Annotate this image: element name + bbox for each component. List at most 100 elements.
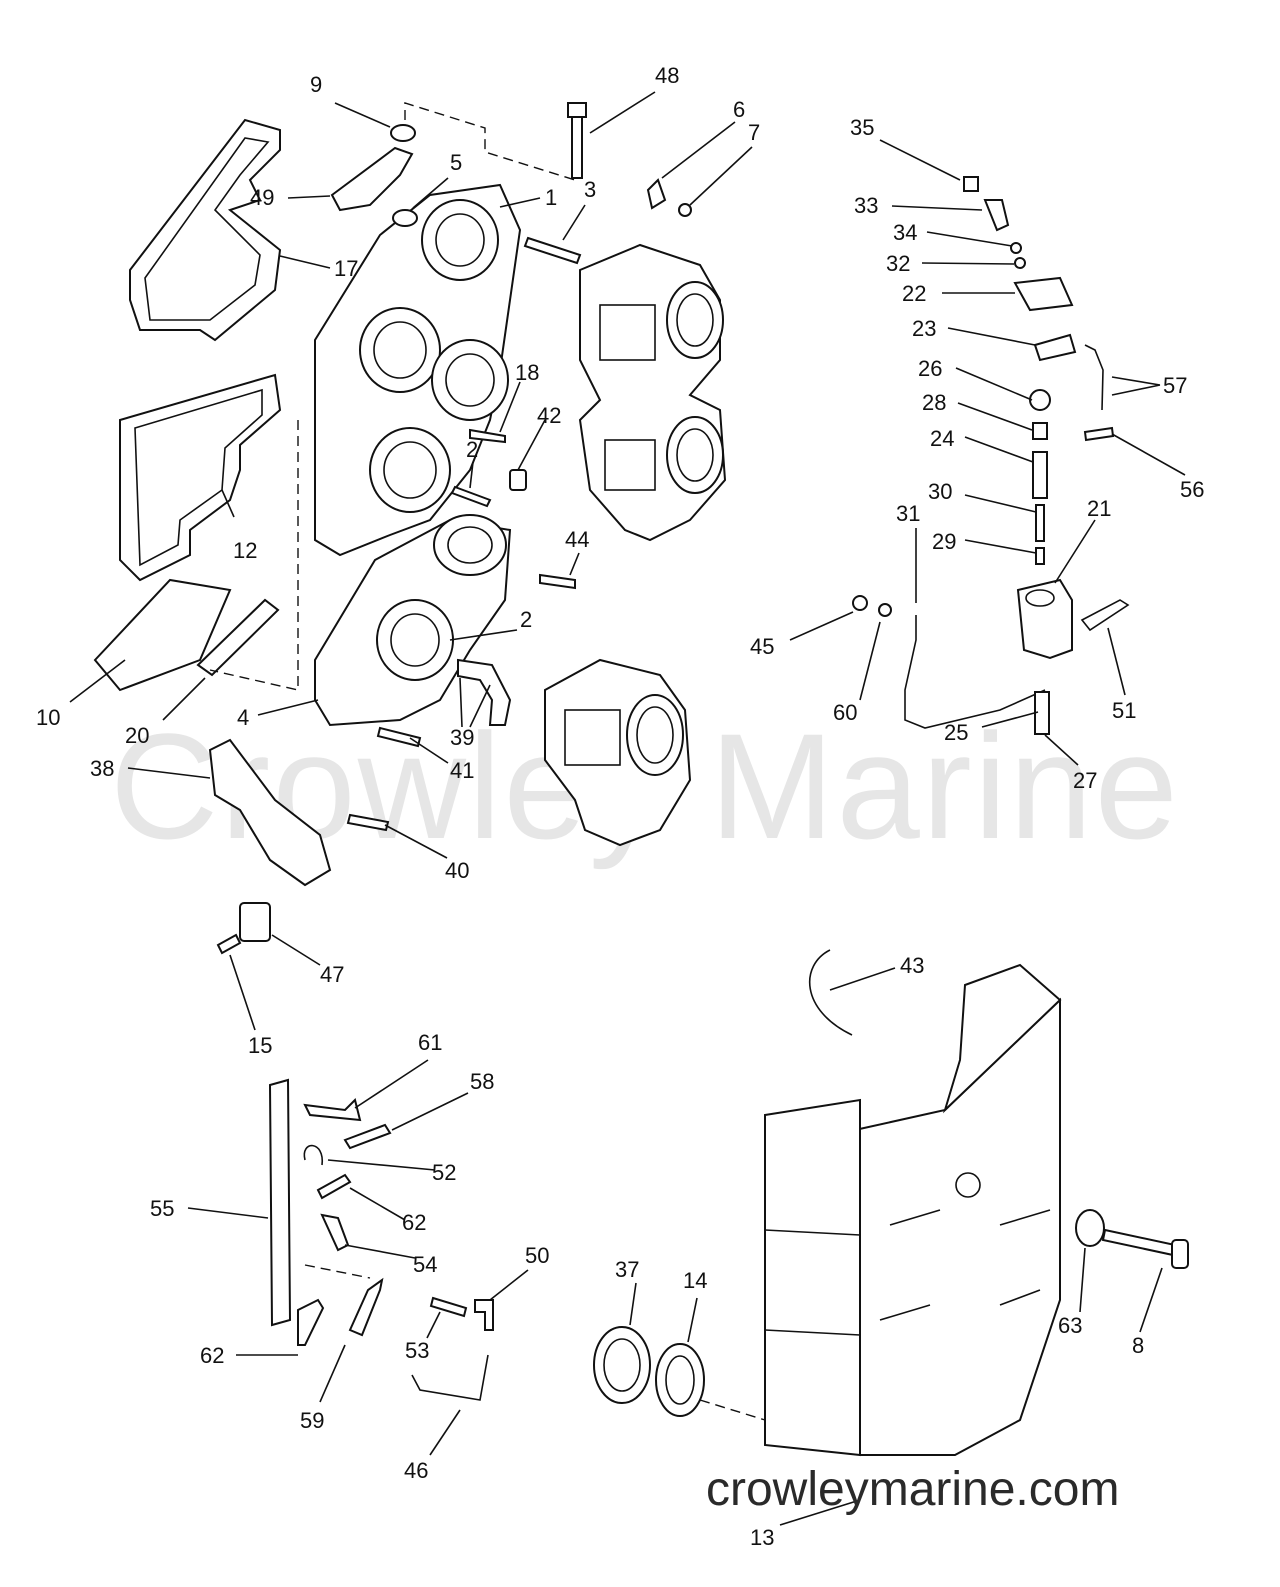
callout-8: 8 [1132,1333,1144,1358]
callout-15: 15 [248,1033,272,1058]
callout-10: 10 [36,705,60,730]
callout-45: 45 [750,634,774,659]
clip-6 [646,178,667,210]
bolt-48 [567,102,587,179]
screw-41 [376,726,422,748]
site-watermark: crowleymarine.com [706,1463,1120,1516]
manifold-55 [268,1078,292,1327]
hose-43 [808,949,853,1036]
callout-56: 56 [1180,477,1204,502]
washer-9 [390,124,416,142]
bolt-8 [1101,1228,1189,1269]
callout-35: 35 [850,115,874,140]
dash-line-frame [209,420,299,691]
callout-3: 3 [584,177,596,202]
callout-17: 17 [334,256,358,281]
gasket-17 [129,118,282,342]
callout-50: 50 [525,1243,549,1268]
dash-line-9 [404,102,576,181]
screw-45 [852,595,868,611]
callout-48: 48 [655,63,679,88]
callout-54: 54 [413,1252,437,1277]
callout-26: 26 [918,356,942,381]
solenoid-21 [1016,578,1073,660]
cap-35 [963,176,979,192]
hose-46 [411,1354,489,1401]
dash-line-silencer [699,1399,766,1421]
callout-9: 9 [310,72,322,97]
sleeve-24 [1032,451,1048,499]
callout-5: 5 [450,150,462,175]
hose-62-upper [316,1173,352,1200]
tee-50 [474,1299,494,1331]
callout-14: 14 [683,1268,707,1293]
callout-57: 57 [1163,373,1187,398]
callout-13: 13 [750,1525,774,1550]
callout-37: 37 [615,1257,639,1282]
dash-line-manifold [304,1264,371,1279]
callout-63: 63 [1058,1313,1082,1338]
hose-58 [343,1123,392,1150]
callout-24: 24 [930,426,954,451]
block-47 [239,902,271,942]
hose-53 [429,1296,468,1318]
callouts: 9 48 6 7 35 5 49 1 3 33 34 32 17 22 23 5… [36,63,1204,1550]
hose-62-lower [297,1298,325,1346]
callout-55: 55 [150,1196,174,1221]
callout-62a: 62 [402,1210,426,1235]
callout-44: 44 [565,527,589,552]
carburetor-lower [544,658,692,847]
callout-34: 34 [893,220,917,245]
callout-30: 30 [928,479,952,504]
needle-2 [450,485,492,508]
tee-56 [1083,426,1115,442]
gasket-12 [119,373,282,582]
callout-28: 28 [922,390,946,415]
callout-46: 46 [404,1458,428,1483]
strap-51 [1080,599,1130,632]
callout-47: 47 [320,962,344,987]
callout-2a: 2 [466,437,478,462]
callout-52: 52 [432,1160,456,1185]
fitting-33 [983,199,1010,232]
hose-39 [457,658,512,726]
callout-61: 61 [418,1030,442,1055]
screw-40 [346,813,390,832]
callout-43: 43 [900,953,924,978]
hose-59 [348,1277,384,1337]
leader-lines [69,91,1186,1526]
callout-6: 6 [733,97,745,122]
screw-18 [469,428,506,444]
washer-63 [1075,1209,1105,1247]
carburetor-upper [578,243,727,542]
oring-34 [1010,242,1022,254]
callout-20: 20 [125,723,149,748]
silencer-13 [764,963,1062,1457]
plunger-30 [1035,504,1045,542]
callout-23: 23 [912,316,936,341]
spring-28 [1032,422,1048,440]
callout-29: 29 [932,529,956,554]
callout-62b: 62 [200,1343,224,1368]
manifold-1 [314,183,522,557]
callout-32: 32 [886,251,910,276]
callout-60: 60 [833,700,857,725]
screw-44 [539,573,576,590]
hose-54 [320,1213,350,1252]
screw-7 [678,203,692,217]
callout-42: 42 [537,403,561,428]
grommet-37 [593,1326,651,1404]
manifold-4 [314,514,512,727]
callout-4: 4 [237,705,249,730]
callout-38: 38 [90,756,114,781]
callout-12: 12 [233,538,257,563]
bracket-38 [208,738,332,887]
callout-51: 51 [1112,698,1136,723]
callout-2b: 2 [520,607,532,632]
stud-3 [523,236,582,265]
hose-57 [1084,344,1104,411]
gasket-20 [196,598,280,677]
callout-33: 33 [854,193,878,218]
callout-58: 58 [470,1069,494,1094]
